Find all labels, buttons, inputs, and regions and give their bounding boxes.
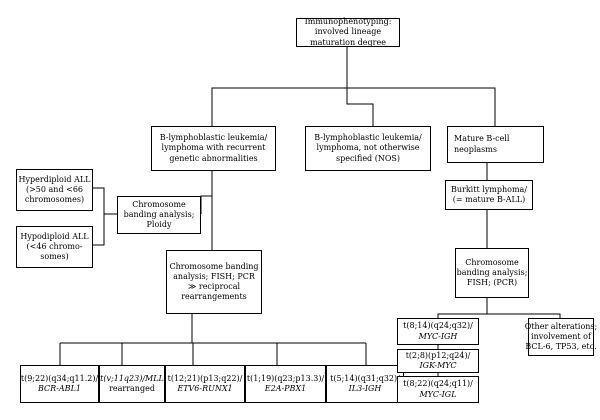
node-t9-22: t(9;22)(q34;q11.2)/ BCR-ABL1 bbox=[20, 365, 99, 403]
node-banding-fish-pcr-optional: Chromosome banding analysis; FISH; (PCR) bbox=[455, 248, 529, 298]
node-b-lymphoblastic-nos: B-lymphoblastic leukemia/ lymphoma, not … bbox=[305, 126, 431, 171]
node-t8-14: t(8;14)(q24;q32)/ MYC-IGH bbox=[397, 318, 479, 345]
connector-bracket bbox=[93, 187, 105, 246]
node-t8-22: t(8;22)(q24;q11)/ MYC-IGL bbox=[397, 376, 479, 403]
connector-root-to-recurrent bbox=[211, 47, 348, 126]
node-t1-19: t(1;19)(q23;p13.3)/ E2A-PBX1 bbox=[245, 365, 326, 403]
node-t5-14: t(5;14)(q31;q32)/ IL3-IGH bbox=[326, 365, 404, 403]
node-t2-8: t(2;8)(p12;q24)/ IGK-MYC bbox=[397, 349, 479, 373]
node-mature-b-cell: Mature B-cell neoplasms bbox=[447, 126, 544, 163]
connector-recurrent-to-ploidy bbox=[200, 195, 212, 214]
node-burkitt-lymphoma: Burkitt lymphoma/ (= mature B-ALL) bbox=[445, 180, 533, 210]
node-hypodiploid: Hypodiploid ALL (<46 chromo- somes) bbox=[16, 226, 93, 268]
node-b-lymphoblastic-recurrent: B-lymphoblastic leukemia/ lymphoma with … bbox=[151, 126, 276, 171]
connector-root-to-nos bbox=[346, 47, 374, 126]
node-banding-fish-pcr: Chromosome banding analysis; FISH; PCR ≫… bbox=[166, 250, 262, 314]
connector-root-to-mature bbox=[346, 47, 496, 126]
node-t12-21: t(12;21)(p13;q22)/ ETV6-RUNX1 bbox=[165, 365, 245, 403]
connector-banding-to-other bbox=[486, 298, 561, 318]
node-immunophenotyping: Immunophenotyping: involved lineage matu… bbox=[296, 17, 400, 47]
node-ploidy-analysis: Chromosome banding analysis; Ploidy bbox=[117, 196, 201, 234]
node-tv-11q23: t(v;11q23)/MLL rearranged bbox=[99, 365, 165, 403]
connector-banding-to-myc bbox=[437, 298, 488, 318]
node-other-alterations: Other alterations; involvement of BCL-6,… bbox=[525, 318, 597, 356]
node-hyperdiploid: Hyperdiploid ALL (>50 and <66 chromosome… bbox=[16, 169, 93, 211]
